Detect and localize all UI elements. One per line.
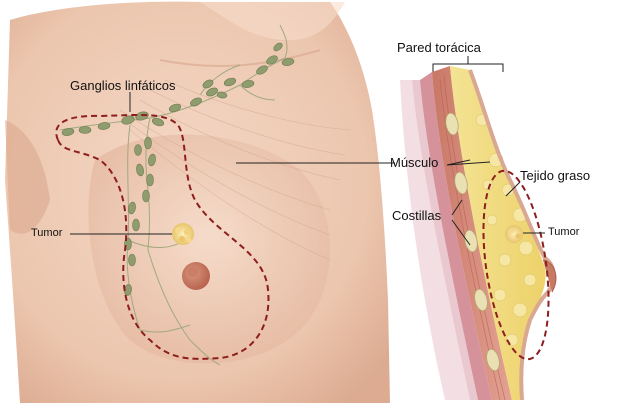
side-cross-section — [400, 56, 559, 400]
label-tumor-front: Tumor — [31, 227, 62, 239]
label-chest-wall: Pared torácica — [397, 40, 481, 55]
label-ribs: Costillas — [392, 208, 441, 223]
torso-front-view — [0, 0, 395, 403]
tumor-side — [505, 225, 523, 243]
label-fatty-tissue: Tejido graso — [520, 168, 590, 183]
label-lymph-nodes: Ganglios linfáticos — [70, 78, 176, 93]
tumor-front — [172, 223, 194, 245]
label-tumor-side: Tumor — [548, 226, 579, 238]
label-muscle: Músculo — [390, 155, 438, 170]
